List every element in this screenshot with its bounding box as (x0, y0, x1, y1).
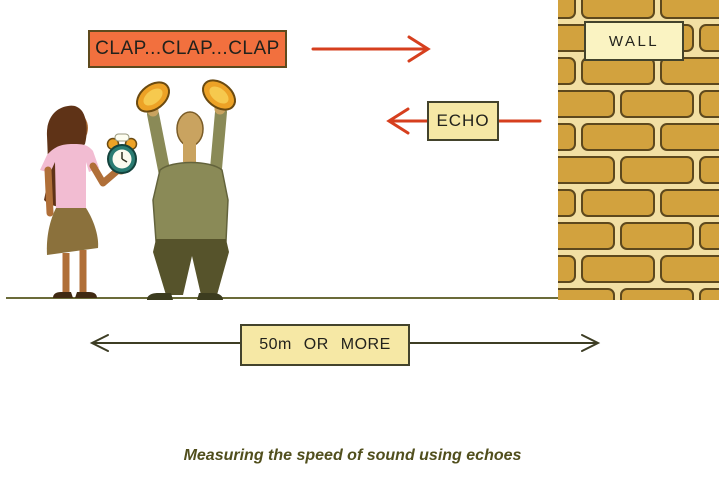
brick (699, 222, 719, 250)
brick (620, 222, 694, 250)
wall-label: WALL (584, 21, 684, 61)
cymbal-right-highlight (209, 86, 229, 104)
brick (699, 156, 719, 184)
distance-arrow-right-head (581, 334, 601, 352)
brick (558, 288, 615, 300)
distance-label: 50m OR MORE (240, 324, 410, 366)
brick (558, 255, 576, 283)
brick (581, 57, 655, 85)
brick (660, 189, 719, 217)
clap-label: CLAP...CLAP...CLAP (88, 30, 287, 68)
clock-cap (114, 133, 130, 142)
brick (699, 90, 719, 118)
cymbal-left-highlight (143, 88, 163, 106)
brick (581, 189, 655, 217)
echo-label: ECHO (427, 101, 499, 141)
cymbal-left-icon (136, 81, 170, 113)
man-head (176, 111, 204, 147)
man-shirt (152, 161, 229, 242)
brick (620, 288, 694, 300)
man-pants (153, 239, 229, 295)
brick (581, 0, 655, 19)
brick (558, 0, 576, 19)
brick (581, 255, 655, 283)
brick (620, 156, 694, 184)
brick (558, 123, 576, 151)
brick (660, 57, 719, 85)
echo-arrow-head (386, 107, 410, 135)
brick (558, 57, 576, 85)
brick (581, 123, 655, 151)
woman-left-arm (44, 166, 54, 217)
clock-hands (121, 152, 128, 163)
brick (660, 255, 719, 283)
brick (558, 156, 615, 184)
woman-skirt (46, 208, 99, 255)
man-neck (183, 142, 196, 162)
brick (660, 123, 719, 151)
brick (660, 0, 719, 19)
man-shoes (147, 293, 223, 300)
brick (699, 288, 719, 300)
sound-arrow-head (407, 35, 431, 63)
brick (558, 90, 615, 118)
woman-right-arm (89, 162, 121, 187)
brick (699, 24, 719, 52)
cymbal-right-icon (202, 79, 236, 111)
woman-legs (62, 250, 87, 293)
sound-arrow-right-icon (311, 35, 431, 63)
alarm-clock-icon (106, 133, 138, 174)
brick (558, 222, 615, 250)
distance-arrow-left-head (89, 334, 109, 352)
brick (620, 90, 694, 118)
diagram-caption: Measuring the speed of sound using echoe… (183, 447, 522, 464)
man-figure (136, 79, 236, 300)
brick (558, 189, 576, 217)
woman-shoes (53, 292, 97, 298)
woman-shirt (40, 144, 99, 210)
woman-figure (40, 105, 138, 298)
